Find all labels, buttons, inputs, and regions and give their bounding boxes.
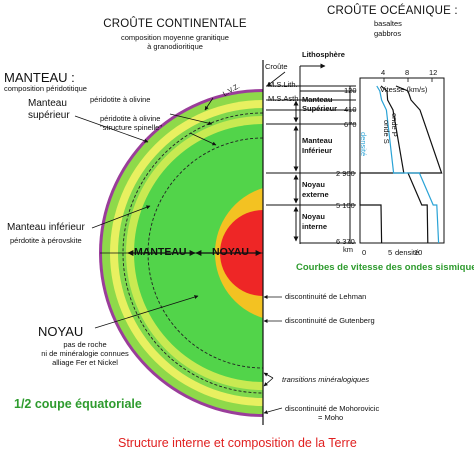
leader-spinelle (189, 132, 217, 146)
peridotite-olivine-label-2: péridotite à olivine (100, 114, 161, 123)
chart-frame (359, 77, 445, 244)
leader-lines (74, 71, 286, 414)
section-core-label: NOYAU (212, 246, 249, 258)
chart-top-tick-label: 8 (405, 68, 410, 77)
lehman-label: discontinuité de Lehman (285, 292, 367, 301)
moho-label: discontinuité de Mohorovicic (285, 404, 380, 413)
section-mantle-label: MANTEAU (134, 246, 187, 258)
depth-670: 670 (344, 120, 357, 129)
lower-mantle-desc: pérdotite à pérovskite (10, 236, 82, 245)
upper-mantle-col-2: Supérieur (302, 104, 338, 113)
series-line-2 (376, 85, 440, 244)
spinel-structure-label: "structure spinelle" (100, 123, 163, 132)
inner-core-col-1: Noyau (302, 212, 325, 221)
leader-croute (266, 71, 286, 87)
ms-lith-label: M.S.Lith. (268, 80, 298, 89)
depth-km: km (343, 245, 353, 254)
depth-410: 410 (344, 105, 357, 114)
upper-mantle-label-1: Manteau (28, 98, 67, 109)
series-line-0 (395, 85, 443, 244)
oceanic-crust-desc-2: gabbros (374, 29, 402, 38)
crust-label: Croûte (265, 62, 288, 71)
series-label-p: onde P (390, 113, 399, 137)
moho-short-label: = Moho (318, 413, 344, 422)
core-desc-3: alliage Fer et Nickel (52, 358, 118, 367)
chart-bottom-tick-label: 5 (388, 248, 393, 257)
chart-grid (383, 78, 433, 82)
mantle-title: MANTEAU : (4, 70, 75, 85)
core-title: NOYAU (38, 324, 84, 339)
chart-top-tick-label: 12 (429, 68, 438, 77)
leader-transition-1 (263, 377, 274, 387)
chart-title: Courbes de vitesse des ondes sismiques (296, 262, 474, 273)
gutenberg-label: discontinuité de Gutenberg (285, 316, 375, 325)
core-desc-2: ni de minéralogie connues (41, 349, 129, 358)
continental-crust-desc-2: à granodioritique (147, 42, 203, 51)
peridotite-olivine-label: péridotite à olivine (90, 95, 151, 104)
depth-scale (266, 63, 356, 244)
lithosphere-label: Lithosphère (302, 50, 345, 59)
continental-crust-title: CROÛTE CONTINENTALE (103, 18, 247, 30)
depth-120: 120 (344, 86, 357, 95)
half-section-label: 1/2 coupe équatoriale (14, 397, 142, 411)
depth-5100: 5 100 (336, 201, 355, 210)
series-label-density: densité (359, 132, 368, 157)
outer-core-col-1: Noyau (302, 180, 325, 189)
leader-moho (263, 407, 283, 414)
series-label-s: onde S (382, 120, 391, 144)
depth-2900: 2 900 (336, 169, 355, 178)
leader-noyau (94, 295, 199, 329)
core-desc-1: pas de roche (63, 340, 107, 349)
dashed-discontinuity-410 (122, 112, 264, 394)
mantle-desc: composition péridotitique (4, 84, 87, 93)
lower-mantle-col-1: Manteau (302, 136, 333, 145)
continental-crust-desc-1: composition moyenne granitique (121, 33, 229, 42)
upper-mantle-label-2: supérieur (28, 110, 70, 121)
velocity-chart (359, 77, 445, 244)
leader-manteau-superieur (74, 115, 149, 143)
leader-olivine (169, 113, 213, 126)
leader-lvz (204, 97, 214, 111)
depth-6370: 6 370 (336, 237, 355, 246)
chart-top-tick-label: 4 (381, 68, 386, 77)
chart-xlabel: Vitesse (km/s) (380, 85, 428, 94)
main-title: Structure interne et composition de la T… (118, 436, 357, 450)
inner-core-col-2: interne (302, 222, 328, 231)
oceanic-crust-title: CROÛTE OCÉANIQUE : (327, 5, 458, 17)
chart-series (359, 85, 443, 244)
outer-core-col-2: externe (302, 190, 329, 199)
chart-xlabel-bottom: densité (395, 248, 420, 257)
leader-transition-2 (263, 372, 274, 379)
transitions-label: transitions minéralogiques (282, 375, 370, 384)
lower-mantle-col-2: Inférieur (302, 146, 333, 155)
upper-mantle-col-1: Manteau (302, 95, 333, 104)
ms-asth-label: M.S.Asth (268, 94, 299, 103)
leader-manteau-inferieur (91, 205, 151, 229)
chart-bottom-tick-label: 0 (362, 248, 367, 257)
hemisphere (99, 60, 264, 425)
chart-bottom-tick-label: 10 (414, 248, 423, 257)
lower-mantle-label: Manteau inférieur (7, 222, 85, 233)
oceanic-crust-desc-1: basaltes (374, 19, 402, 28)
series-line-1 (359, 85, 405, 244)
